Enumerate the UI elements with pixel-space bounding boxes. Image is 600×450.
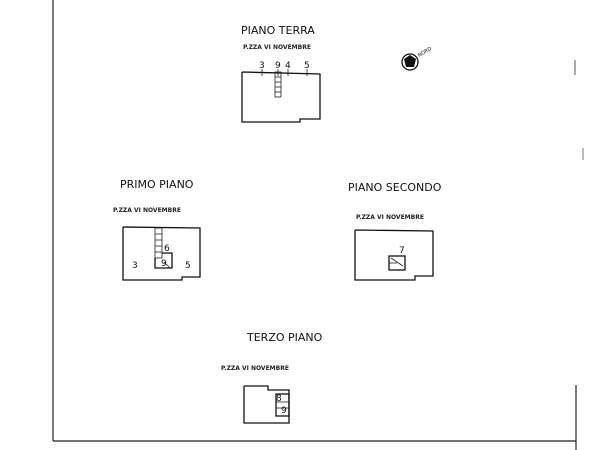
room-outline (275, 393, 290, 417)
room-label: 3 (132, 261, 138, 271)
stairs-icon (154, 227, 163, 259)
floor-outline (241, 71, 321, 123)
room-label: 7 (399, 246, 405, 256)
north-compass-icon: NORD (401, 46, 433, 71)
room-label: 6 (164, 244, 170, 254)
floor-title: TERZO PIANO (246, 331, 323, 344)
floor-piano-terra: PIANO TERRA P.ZZA VI NOVEMBRE 3 9 4 5 (241, 24, 321, 123)
floor-terzo-piano: TERZO PIANO P.ZZA VI NOVEMBRE 8 9 (221, 331, 323, 424)
floor-title: PRIMO PIANO (120, 178, 194, 191)
room-label: 5 (185, 261, 191, 271)
street-label: P.ZZA VI NOVEMBRE (113, 207, 181, 214)
floor-primo-piano: PRIMO PIANO P.ZZA VI NOVEMBRE 3 6 9 5 (113, 178, 201, 281)
floor-title: PIANO TERRA (241, 24, 315, 37)
floor-outline (122, 226, 201, 281)
room-label: 4 (285, 61, 291, 71)
floor-title: PIANO SECONDO (348, 181, 442, 194)
street-label: P.ZZA VI NOVEMBRE (221, 365, 289, 372)
room-label: 9 (275, 61, 281, 71)
floor-piano-secondo: PIANO SECONDO P.ZZA VI NOVEMBRE 7 (348, 181, 442, 281)
room-outline (154, 252, 173, 269)
room-label: 8 (276, 394, 282, 404)
street-label: P.ZZA VI NOVEMBRE (356, 214, 424, 221)
room-label: 9 (281, 406, 287, 416)
floor-outline (354, 229, 434, 281)
room-label: 5 (304, 61, 310, 71)
floor-outline (243, 385, 290, 424)
compass-label: NORD (417, 46, 433, 59)
street-label: P.ZZA VI NOVEMBRE (243, 44, 311, 51)
sheet-frame (52, 0, 584, 450)
room-label: 3 (259, 61, 265, 71)
room-label: 9 (161, 259, 167, 269)
